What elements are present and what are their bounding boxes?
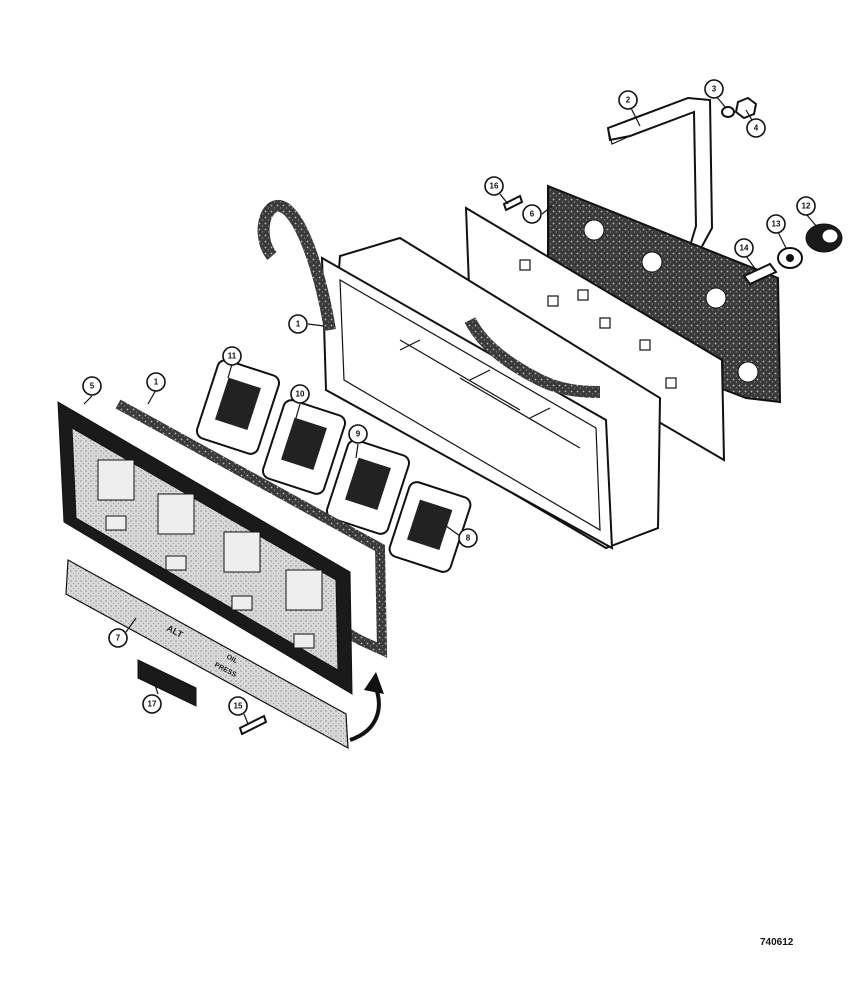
callout-8: 8	[458, 528, 478, 548]
callout-13: 13	[766, 214, 786, 234]
svg-text:6: 6	[530, 210, 535, 219]
callout-6: 6	[522, 204, 542, 224]
drawing-number: 740612	[760, 937, 794, 948]
screw-front	[238, 714, 268, 736]
screw-rear	[502, 194, 524, 212]
callout-7: 7	[108, 628, 128, 648]
callout-17: 17	[142, 694, 162, 714]
svg-text:10: 10	[296, 390, 305, 399]
callout-12: 12	[796, 196, 816, 216]
callout-14: 14	[734, 238, 754, 258]
callout-10: 10	[290, 384, 310, 404]
callout-1-gasket: 1	[146, 372, 166, 392]
svg-text:17: 17	[148, 700, 157, 709]
callout-4: 4	[746, 118, 766, 138]
gauge-10	[261, 399, 347, 495]
callouts: 2 3 4 16 6 12 13 14 1 11 10 9 8 5 1 7 17…	[82, 79, 816, 716]
callout-1-housing: 1	[288, 314, 308, 334]
gauge-9	[325, 439, 411, 535]
svg-text:1: 1	[296, 320, 301, 329]
callout-15: 15	[228, 696, 248, 716]
callout-11: 11	[222, 346, 242, 366]
callout-2: 2	[618, 90, 638, 110]
leader-lines	[83, 95, 819, 725]
svg-text:13: 13	[772, 220, 781, 229]
svg-text:16: 16	[490, 182, 499, 191]
svg-text:1: 1	[154, 378, 159, 387]
gauge-8	[388, 481, 472, 573]
washer	[721, 106, 735, 118]
svg-text:5: 5	[90, 382, 95, 391]
direction-arrow	[349, 672, 384, 742]
bulb	[742, 262, 778, 286]
decal-strip: ALT OIL PRESS	[65, 559, 349, 750]
callout-16: 16	[484, 176, 504, 196]
callout-3: 3	[704, 79, 724, 99]
svg-text:2: 2	[626, 96, 631, 105]
lamp-socket	[777, 247, 803, 269]
svg-text:8: 8	[466, 534, 471, 543]
callout-5: 5	[82, 376, 102, 396]
connector	[805, 223, 843, 253]
svg-text:3: 3	[712, 85, 717, 94]
small-plate	[137, 659, 197, 707]
svg-text:12: 12	[802, 202, 811, 211]
decal-oil-label: OIL	[225, 654, 239, 666]
svg-text:11: 11	[228, 352, 237, 361]
wire-loop	[257, 200, 601, 398]
svg-text:15: 15	[234, 702, 243, 711]
nut	[734, 96, 758, 120]
svg-text:4: 4	[754, 124, 759, 133]
bezel	[57, 401, 353, 695]
svg-text:7: 7	[116, 634, 121, 643]
svg-text:14: 14	[740, 244, 749, 253]
gauge-11	[195, 359, 281, 455]
svg-text:9: 9	[356, 430, 361, 439]
callout-9: 9	[348, 424, 368, 444]
